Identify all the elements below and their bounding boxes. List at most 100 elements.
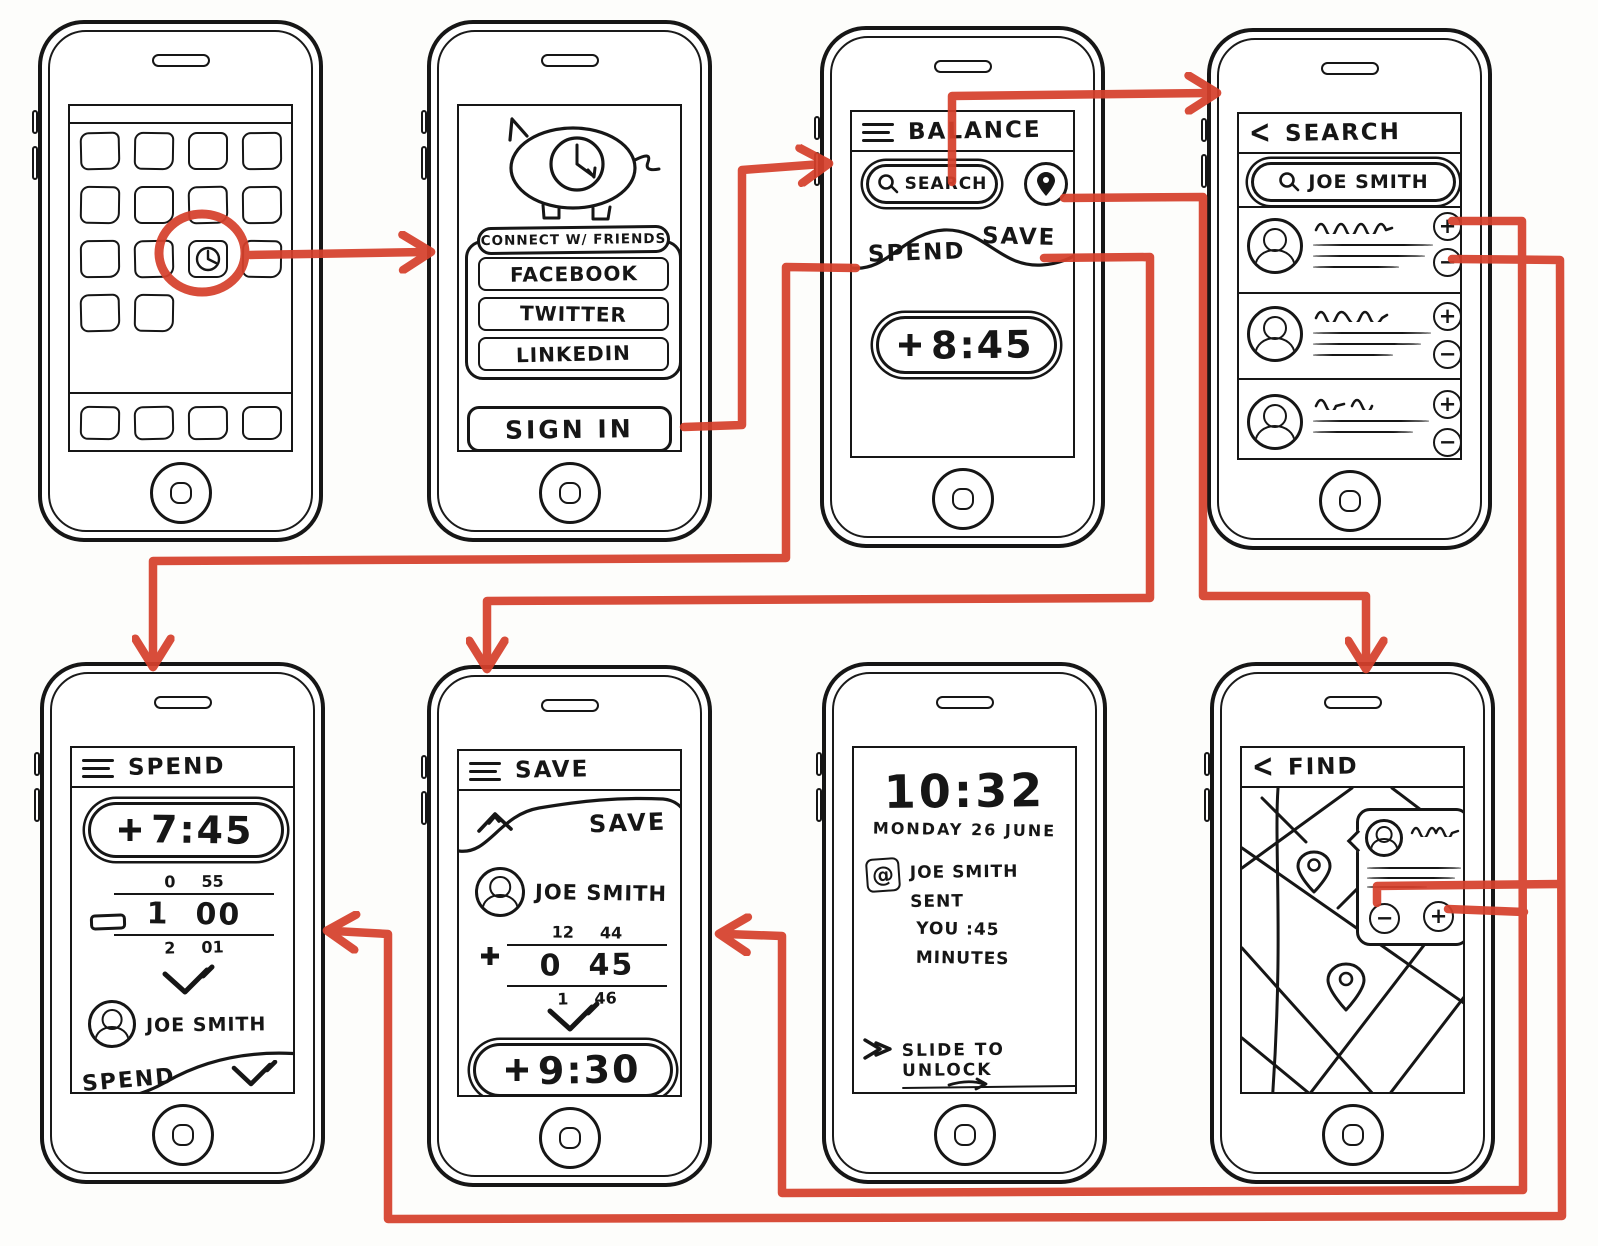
map-pin[interactable] [1326, 962, 1366, 1012]
menu-icon[interactable] [82, 752, 114, 783]
phone-balance: BALANCE SEARCH SPEND SAVE 8:4 [814, 26, 1105, 548]
dock-app-icon[interactable] [133, 405, 175, 441]
search-result-row[interactable]: + − [1239, 378, 1460, 458]
tab-save[interactable]: SAVE [981, 223, 1057, 251]
speaker-slot [540, 699, 599, 712]
search-button[interactable]: SEARCH [866, 164, 998, 204]
volume-button [1201, 154, 1207, 188]
remove-time-button[interactable]: − [1433, 428, 1460, 457]
dock-app-icon[interactable] [242, 406, 282, 440]
find-screen: < FIND [1240, 746, 1465, 1094]
remove-time-button[interactable]: − [1433, 340, 1460, 369]
app-icon[interactable] [133, 131, 175, 171]
remove-time-button[interactable]: − [1433, 248, 1460, 277]
back-chevron-icon[interactable]: < [1248, 113, 1272, 153]
speaker-slot [153, 696, 212, 709]
confirm-check-button[interactable] [545, 1001, 601, 1033]
notification-text[interactable]: JOE SMITH SENT YOU :45 MINUTES [909, 861, 1019, 969]
connect-with-friends-label: CONNECT W/ FRIENDS [476, 224, 671, 256]
volume-button [1201, 118, 1207, 142]
home-button[interactable] [933, 1104, 996, 1166]
page-title: SEARCH [1284, 118, 1401, 148]
sign-in-button[interactable]: SIGN IN [467, 406, 672, 450]
contact-name: JOE SMITH [145, 1013, 267, 1037]
find-header: < FIND [1242, 748, 1463, 788]
chevron-up-icon[interactable] [475, 809, 515, 835]
volume-button [816, 752, 822, 776]
home-button[interactable] [149, 462, 212, 524]
add-time-button[interactable]: + [1433, 212, 1460, 241]
speaker-slot [1323, 696, 1382, 709]
phone-signin: CONNECT W/ FRIENDS FACEBOOK TWITTER LINK… [421, 20, 712, 542]
twitter-button[interactable]: TWITTER [478, 297, 669, 331]
phone-find: < FIND [1204, 662, 1495, 1184]
app-icon[interactable] [133, 239, 175, 279]
speaker-slot [540, 54, 599, 67]
avatar [88, 1000, 136, 1048]
page-title: SAVE [514, 756, 590, 784]
app-icon[interactable] [241, 239, 283, 279]
contact-name-scribble [1410, 826, 1460, 837]
linkedin-button[interactable]: LINKEDIN [478, 337, 669, 371]
speaker-slot [935, 696, 994, 709]
dock-app-icon[interactable] [187, 405, 229, 441]
avatar [1247, 306, 1303, 362]
balance-screen: BALANCE SEARCH SPEND SAVE 8:4 [850, 110, 1075, 458]
home-button[interactable] [1318, 470, 1381, 532]
app-icon[interactable] [133, 293, 175, 333]
search-result-row[interactable]: + − [1239, 292, 1460, 378]
volume-button [421, 755, 427, 779]
home-button[interactable] [931, 468, 994, 530]
search-screen: < SEARCH JOE SMITH + − [1237, 112, 1462, 460]
dock-app-icon[interactable] [79, 405, 121, 441]
app-icon-clock[interactable] [188, 240, 228, 278]
menu-icon[interactable] [862, 116, 894, 147]
map-pin[interactable] [1296, 850, 1332, 894]
phone-search: < SEARCH JOE SMITH + − [1201, 28, 1492, 550]
avatar [1247, 394, 1303, 450]
confirm-check-button[interactable] [160, 964, 216, 996]
find-friends-button[interactable] [1024, 162, 1068, 206]
home-button[interactable] [538, 1107, 601, 1169]
tab-save[interactable]: SAVE [588, 807, 667, 839]
balance-display: 8:45 [876, 316, 1057, 374]
tab-spend[interactable]: SPEND [867, 238, 966, 268]
volume-button [421, 791, 427, 825]
home-button[interactable] [538, 462, 601, 524]
app-icon[interactable] [79, 293, 121, 333]
app-icon[interactable] [241, 185, 283, 225]
back-chevron-icon[interactable]: < [1251, 747, 1275, 787]
home-button[interactable] [151, 1104, 214, 1166]
app-icon[interactable] [134, 186, 174, 224]
app-icon[interactable] [241, 131, 283, 171]
app-icon[interactable] [79, 185, 121, 225]
app-icon[interactable] [187, 185, 229, 225]
menu-icon[interactable] [469, 755, 501, 786]
app-icon[interactable] [79, 131, 121, 171]
swipe-hint-arrow [947, 1077, 988, 1091]
plus-operator-icon [481, 947, 499, 965]
search-icon [1279, 172, 1300, 192]
home-button[interactable] [1321, 1104, 1384, 1166]
balance-value: 8:45 [930, 322, 1035, 368]
app-icon[interactable] [79, 239, 121, 279]
add-time-button[interactable]: + [1433, 390, 1460, 419]
confirm-check-icon[interactable] [230, 1060, 278, 1088]
result-value: 9:30 [537, 1046, 641, 1094]
home-screen [68, 104, 293, 452]
spend-header: SPEND [72, 748, 293, 788]
search-header: < SEARCH [1239, 114, 1460, 154]
remove-time-button[interactable]: − [1369, 903, 1400, 934]
slide-arrow-icon [863, 1038, 892, 1060]
search-result-row[interactable]: + − [1239, 206, 1460, 292]
search-input[interactable]: JOE SMITH [1251, 162, 1456, 202]
add-time-button[interactable]: + [1433, 302, 1460, 331]
facebook-button[interactable]: FACEBOOK [478, 257, 669, 291]
app-icon[interactable] [188, 132, 228, 170]
add-time-button[interactable]: + [1423, 901, 1454, 932]
